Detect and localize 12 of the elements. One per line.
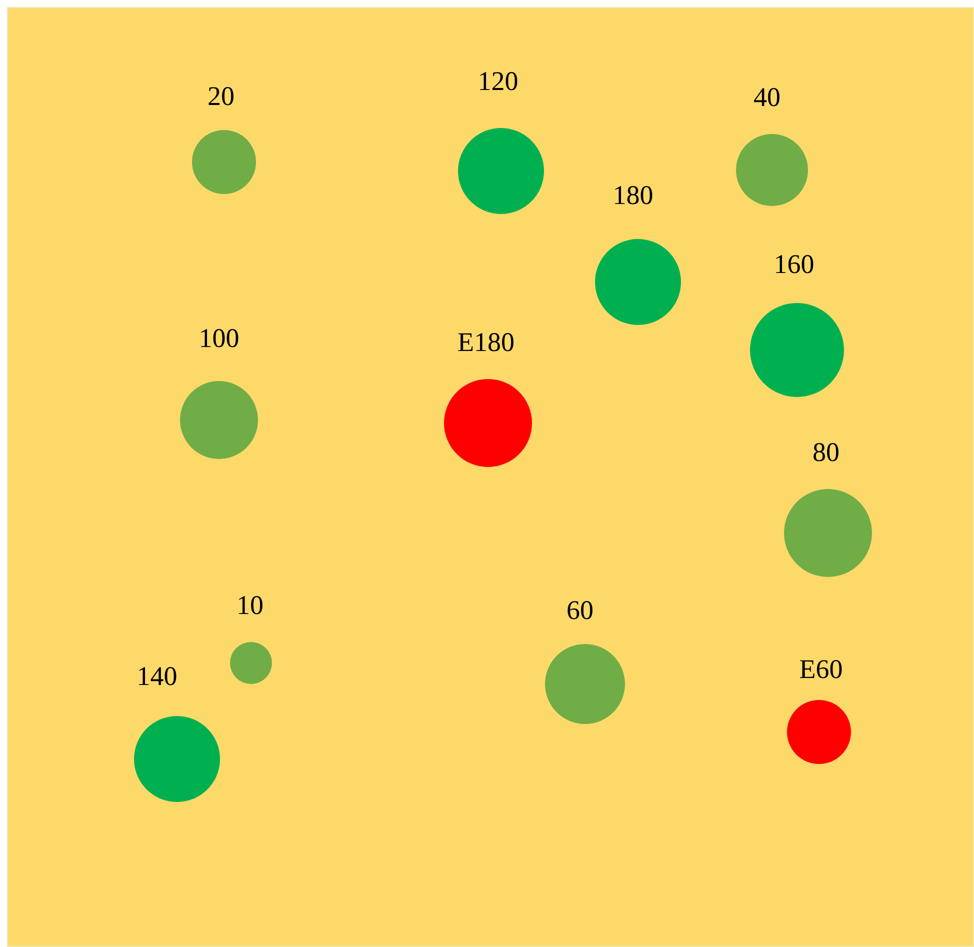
circle-label: 10: [236, 590, 264, 620]
circle-label: 120: [478, 66, 518, 96]
circle-label: 180: [612, 180, 654, 210]
circle-label: 140: [136, 661, 178, 691]
circle-label: 100: [198, 323, 240, 353]
circle-label: E60: [799, 654, 843, 684]
circle-label: E180: [458, 327, 514, 357]
circle-label: 40: [754, 82, 780, 112]
circle-label: 20: [208, 81, 234, 111]
circle-label: 80: [812, 437, 840, 467]
circle-label: 160: [774, 249, 814, 279]
circle-label: 60: [566, 595, 594, 625]
